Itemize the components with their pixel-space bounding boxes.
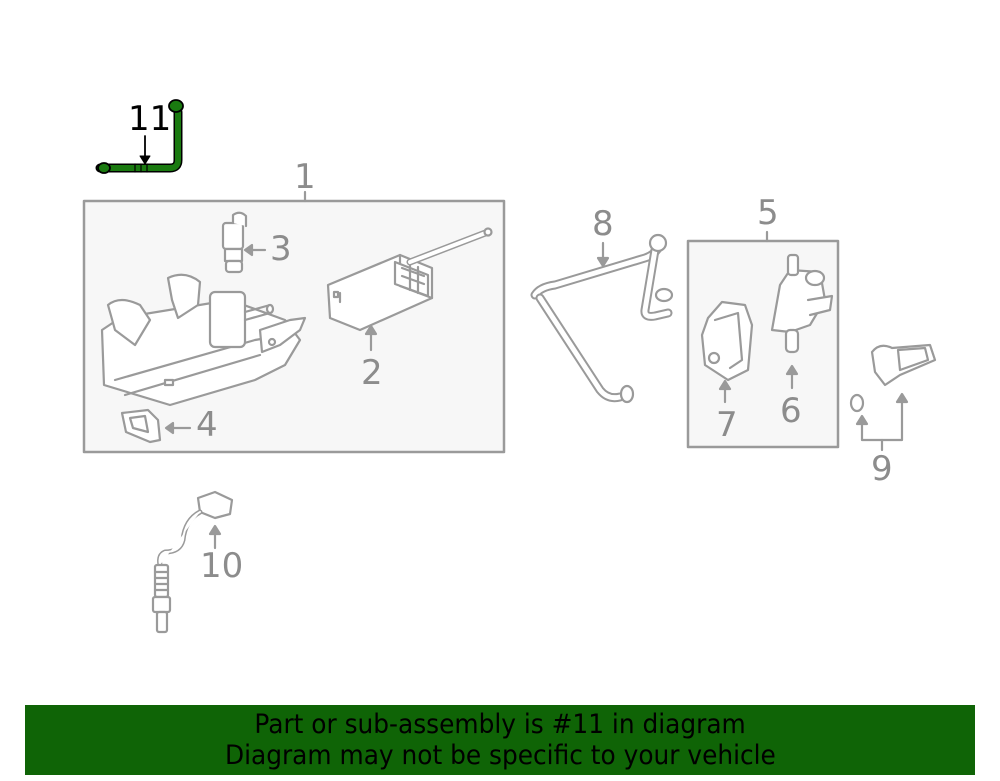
part-2-canister-icon[interactable] bbox=[326, 227, 493, 352]
banner-line-1: Part or sub-assembly is #11 in diagram bbox=[254, 709, 746, 740]
callout-9[interactable]: 9 bbox=[871, 449, 893, 489]
callout-11[interactable]: 11 bbox=[128, 99, 172, 139]
part-7-bracket-icon[interactable] bbox=[700, 300, 754, 404]
callout-5[interactable]: 5 bbox=[757, 193, 779, 233]
part-1-bracket-icon[interactable] bbox=[100, 273, 307, 407]
part-11-pipe-icon[interactable] bbox=[95, 99, 184, 174]
callout-4[interactable]: 4 bbox=[196, 405, 218, 445]
part-6-purge-valve-icon[interactable] bbox=[770, 253, 834, 390]
callout-7[interactable]: 7 bbox=[716, 405, 738, 445]
part-10-oxygen-sensor-icon[interactable] bbox=[151, 490, 234, 634]
part-4-clip-icon[interactable] bbox=[120, 408, 192, 444]
info-banner: Part or sub-assembly is #11 in diagram D… bbox=[25, 705, 975, 775]
callout-6[interactable]: 6 bbox=[780, 391, 802, 431]
banner-line-2: Diagram may not be specific to your vehi… bbox=[224, 740, 776, 771]
callout-2[interactable]: 2 bbox=[361, 353, 383, 393]
callout-8[interactable]: 8 bbox=[592, 204, 614, 244]
part-8-hose-icon[interactable] bbox=[530, 233, 674, 404]
callout-3[interactable]: 3 bbox=[270, 229, 292, 269]
part-3-valve-icon[interactable] bbox=[221, 211, 267, 274]
callout-1[interactable]: 1 bbox=[294, 157, 316, 197]
callout-10[interactable]: 10 bbox=[200, 546, 244, 586]
part-9-sensor-icon[interactable] bbox=[849, 343, 937, 452]
